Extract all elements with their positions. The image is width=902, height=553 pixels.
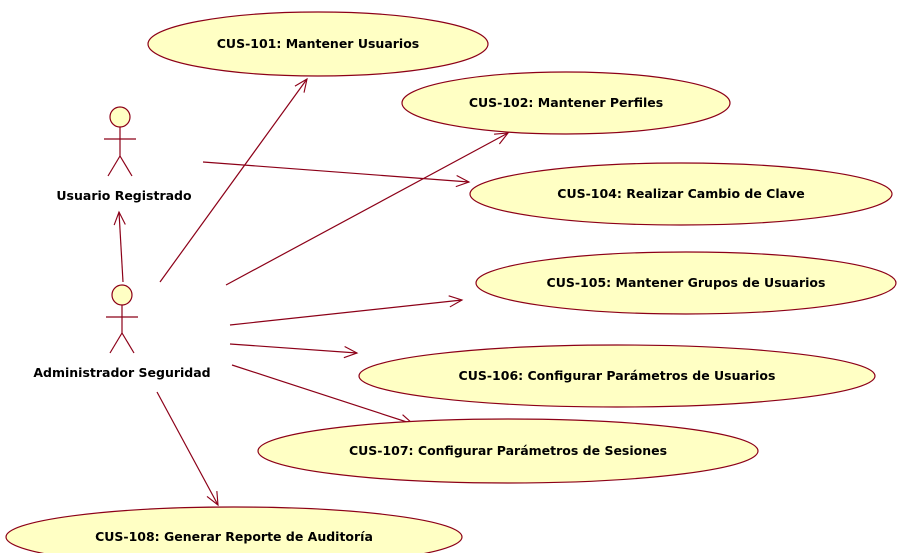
use-case-cus108[interactable]: CUS-108: Generar Reporte de Auditoría xyxy=(5,506,463,553)
generalization-line xyxy=(113,210,126,283)
association-line xyxy=(231,364,415,426)
stick-figure-icon xyxy=(106,284,138,354)
association-line xyxy=(156,391,219,507)
stick-figure-icon xyxy=(104,106,136,177)
use-case-label: CUS-107: Configurar Parámetros de Sesion… xyxy=(349,443,667,458)
use-case-cus104[interactable]: CUS-104: Realizar Cambio de Clave xyxy=(469,162,893,226)
use-case-cus105[interactable]: CUS-105: Mantener Grupos de Usuarios xyxy=(475,251,897,315)
association-line xyxy=(159,77,308,283)
use-case-cus106[interactable]: CUS-106: Configurar Parámetros de Usuari… xyxy=(358,344,876,408)
use-case-cus102[interactable]: CUS-102: Mantener Perfiles xyxy=(401,71,731,135)
association-line xyxy=(202,161,471,188)
use-case-label: CUS-101: Mantener Usuarios xyxy=(217,36,419,51)
actor-usuario-registrado[interactable]: Usuario Registrado xyxy=(56,106,192,203)
actor-label: Administrador Seguridad xyxy=(33,365,210,380)
use-case-label: CUS-102: Mantener Perfiles xyxy=(469,95,663,110)
use-case-label: CUS-104: Realizar Cambio de Clave xyxy=(557,186,804,201)
actor-administrador-seguridad[interactable]: Administrador Seguridad xyxy=(33,284,211,380)
use-case-cus101[interactable]: CUS-101: Mantener Usuarios xyxy=(147,11,489,77)
edges-group xyxy=(113,77,510,507)
association-line xyxy=(225,132,510,286)
use-case-label: CUS-106: Configurar Parámetros de Usuari… xyxy=(459,368,776,383)
association-line xyxy=(229,343,359,359)
use-case-label: CUS-108: Generar Reporte de Auditoría xyxy=(95,529,373,544)
use-case-label: CUS-105: Mantener Grupos de Usuarios xyxy=(547,275,826,290)
actor-label: Usuario Registrado xyxy=(56,188,192,203)
use-case-cus107[interactable]: CUS-107: Configurar Parámetros de Sesion… xyxy=(257,418,759,484)
association-line xyxy=(229,295,464,326)
